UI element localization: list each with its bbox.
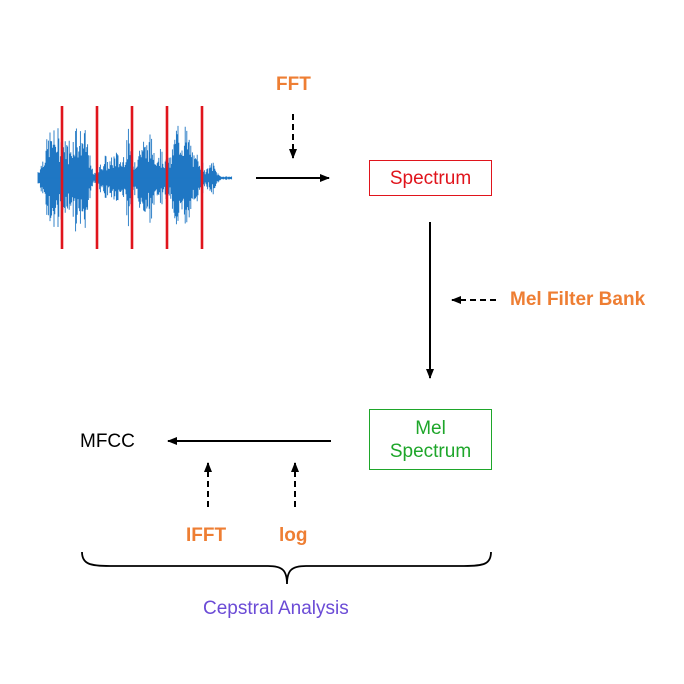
log-label: log xyxy=(279,525,308,546)
mel-spectrum-box: Mel Spectrum xyxy=(369,409,492,470)
mel-filter-bank-label: Mel Filter Bank xyxy=(510,289,646,310)
fft-label: FFT xyxy=(276,74,311,95)
cepstral-brace xyxy=(81,551,492,585)
spectrum-label: Spectrum xyxy=(389,167,472,189)
mel-spectrum-label-line2: Spectrum xyxy=(389,440,472,462)
mel-spectrum-label-line1: Mel xyxy=(415,417,446,439)
ifft-label: IFFT xyxy=(186,525,227,546)
mfcc-label: MFCC xyxy=(80,431,135,452)
frame-lines xyxy=(60,106,204,249)
cepstral-analysis-label: Cepstral Analysis xyxy=(203,598,349,619)
spectrum-box: Spectrum xyxy=(369,160,492,196)
